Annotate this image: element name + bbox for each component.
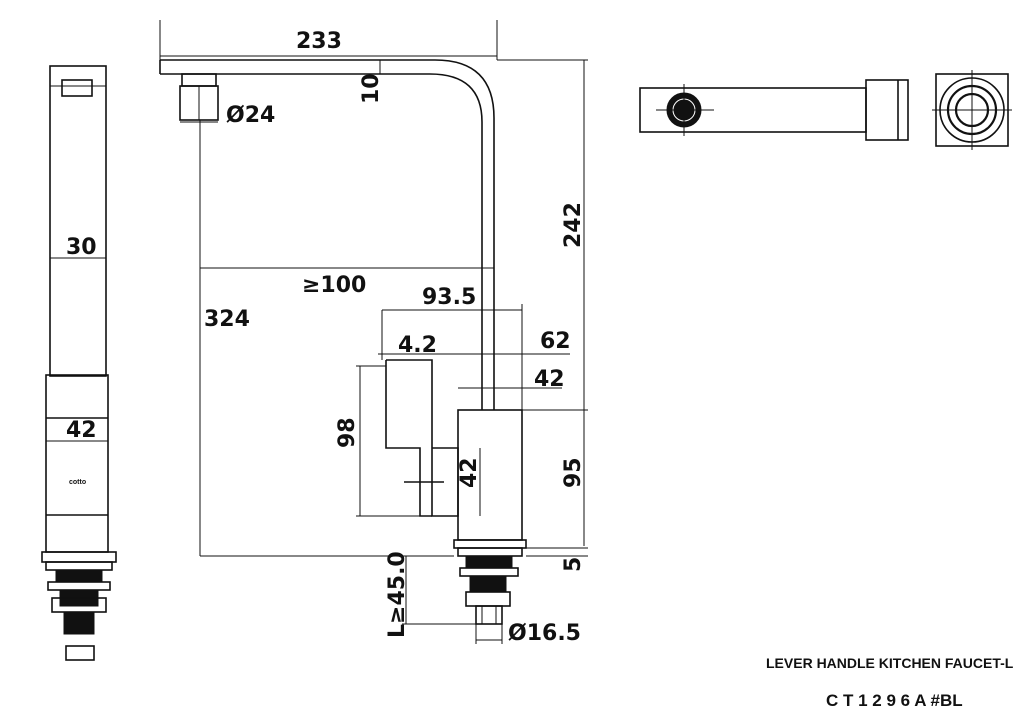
front-view-base [453,539,527,549]
side-view-body [45,374,109,553]
top-view [639,70,1012,150]
dim-spout-height: 242 [561,202,586,248]
side-view-spout-stem [49,65,107,377]
dim-side-spout-width: 30 [66,235,97,260]
front-view-spout-outer [160,59,495,410]
front-view: 233 10 Ø24 242 ≥100 324 93.5 4.2 62 42 [159,20,588,646]
dim-body-height: 95 [561,457,586,488]
dim-spout-thickness: 10 [359,73,384,104]
side-view-shank [63,611,95,635]
side-view: cotto 30 42 [41,65,117,661]
dim-aerator-diameter: Ø24 [226,103,275,128]
front-view-aerator-collar [181,73,217,87]
side-view-hose-end [65,645,95,661]
dim-shank-length: L≥45.0 [385,551,410,638]
product-name: LEVER HANDLE KITCHEN FAUCET-L [766,655,1014,671]
dim-body-depth-42: 42 [534,367,565,392]
dim-handle-width: 42 [457,457,482,488]
dim-body-offset: 93.5 [422,285,476,310]
front-view-shank [475,605,503,625]
side-view-base [41,551,117,563]
model-code: C T 1 2 9 6 A #BL [826,691,963,710]
front-view-spout-inner [160,73,483,410]
dim-body-depth-62: 62 [540,329,571,354]
front-view-handle [386,359,459,517]
top-view-neck [865,79,909,141]
dim-handle-height: 98 [335,417,360,448]
side-view-aerator-slot [61,79,93,97]
side-view-logo: cotto [69,479,86,486]
dim-total-height: 324 [204,307,250,332]
dim-shank-diameter: Ø16.5 [508,621,581,646]
dim-spout-length: 233 [296,29,342,54]
dim-min-reach: ≥100 [302,273,366,298]
dim-base-height: 5 [561,557,586,572]
dim-handle-gap: 4.2 [398,333,437,358]
dim-side-body-width: 42 [66,418,97,443]
